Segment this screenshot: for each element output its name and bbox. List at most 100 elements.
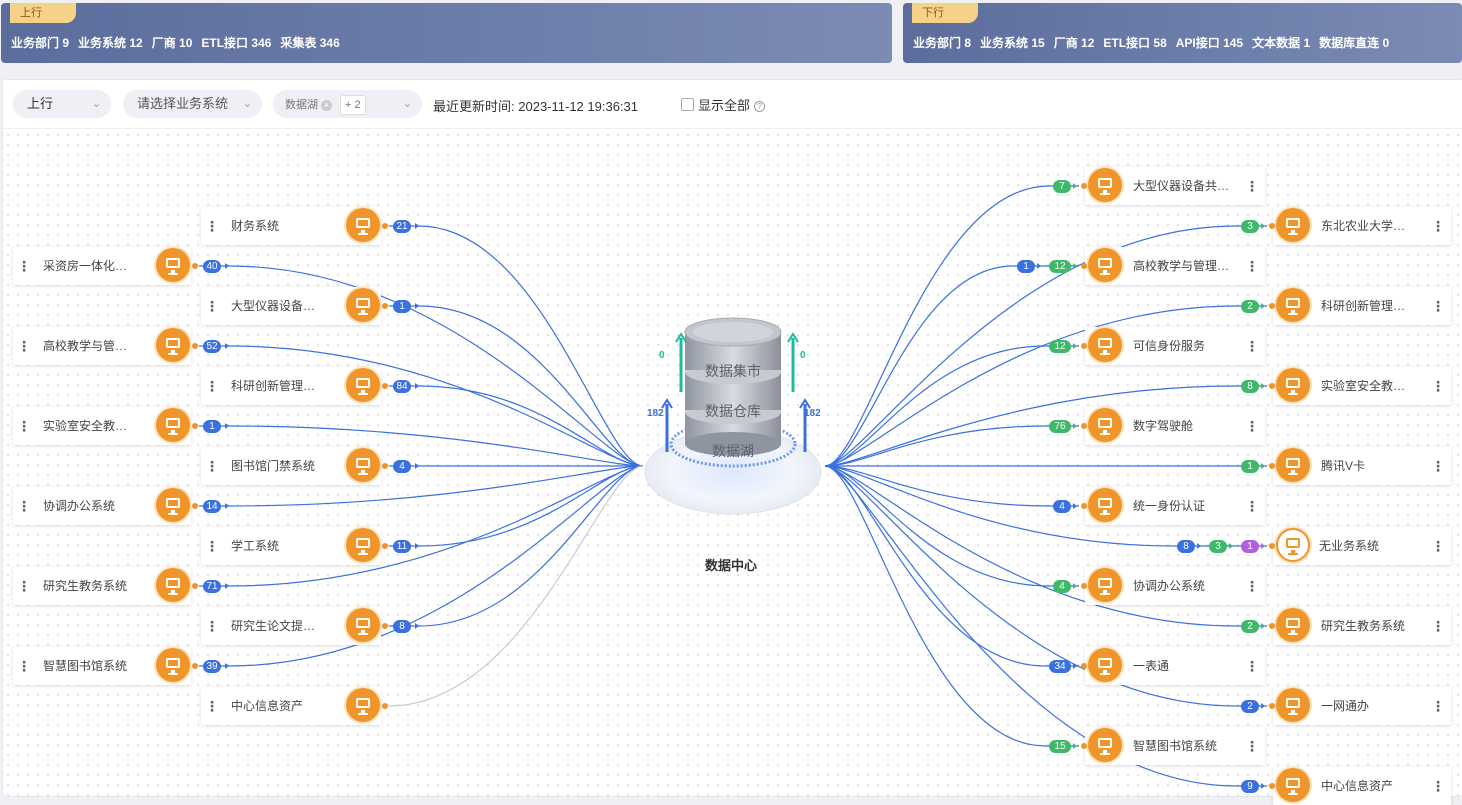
monitor-icon[interactable]	[156, 248, 190, 282]
monitor-icon[interactable]	[1276, 768, 1310, 802]
more-vertical-icon[interactable]: ⋮	[17, 338, 31, 354]
upstream-node[interactable]: ⋮智慧图书馆系统	[13, 647, 191, 685]
downstream-stat: 业务部门 8	[913, 36, 972, 50]
more-vertical-icon[interactable]: ⋮	[1431, 618, 1445, 634]
monitor-icon[interactable]	[1088, 328, 1122, 362]
downstream-node[interactable]: 一网通办⋮	[1273, 687, 1451, 725]
more-vertical-icon[interactable]: ⋮	[205, 538, 219, 554]
monitor-icon[interactable]	[1088, 568, 1122, 602]
more-vertical-icon[interactable]: ⋮	[17, 658, 31, 674]
monitor-glyph	[356, 218, 370, 235]
more-vertical-icon[interactable]: ⋮	[1245, 178, 1259, 194]
downstream-node[interactable]: 高校教学与管理系统⋮	[1085, 247, 1265, 285]
flow-arrow-icon	[1073, 183, 1077, 189]
downstream-node[interactable]: 研究生教务系统⋮	[1273, 607, 1451, 645]
more-vertical-icon[interactable]: ⋮	[1245, 738, 1259, 754]
upstream-node[interactable]: ⋮协调办公系统	[13, 487, 191, 525]
more-vertical-icon[interactable]: ⋮	[1245, 258, 1259, 274]
monitor-icon[interactable]	[156, 408, 190, 442]
downstream-node[interactable]: 东北农业大学高校平台⋮	[1273, 207, 1451, 245]
upstream-node[interactable]: ⋮高校教学与管理系统	[13, 327, 191, 365]
downstream-node[interactable]: 数字驾驶舱⋮	[1085, 407, 1265, 445]
more-vertical-icon[interactable]: ⋮	[17, 498, 31, 514]
more-vertical-icon[interactable]: ⋮	[205, 378, 219, 394]
system-select[interactable]: 请选择业务系统 ⌄	[123, 90, 262, 118]
more-vertical-icon[interactable]: ⋮	[17, 578, 31, 594]
monitor-icon[interactable]	[1088, 488, 1122, 522]
more-vertical-icon[interactable]: ⋮	[1431, 538, 1445, 554]
more-vertical-icon[interactable]: ⋮	[1245, 418, 1259, 434]
show-all-toggle[interactable]: 显示全部?	[681, 95, 766, 114]
monitor-icon[interactable]	[1276, 608, 1310, 642]
more-vertical-icon[interactable]: ⋮	[1245, 658, 1259, 674]
more-vertical-icon[interactable]: ⋮	[1245, 498, 1259, 514]
monitor-icon[interactable]	[156, 488, 190, 522]
upstream-node[interactable]: ⋮学工系统	[201, 527, 381, 565]
flow-arrow-icon	[225, 503, 229, 509]
downstream-node[interactable]: 大型仪器设备共享平台⋮	[1085, 167, 1265, 205]
downstream-node[interactable]: 实验室安全教育系统⋮	[1273, 367, 1451, 405]
upstream-node[interactable]: ⋮实验室安全教育系统	[13, 407, 191, 445]
monitor-icon[interactable]	[156, 568, 190, 602]
monitor-icon[interactable]	[346, 288, 380, 322]
downstream-node[interactable]: 无业务系统⋮	[1273, 527, 1451, 565]
more-vertical-icon[interactable]: ⋮	[1431, 698, 1445, 714]
monitor-icon[interactable]	[1088, 168, 1122, 202]
upstream-node[interactable]: ⋮研究生教务系统	[13, 567, 191, 605]
more-vertical-icon[interactable]: ⋮	[205, 218, 219, 234]
monitor-icon[interactable]	[346, 368, 380, 402]
monitor-icon[interactable]	[346, 688, 380, 722]
downstream-node[interactable]: 一表通⋮	[1085, 647, 1265, 685]
help-icon[interactable]: ?	[754, 101, 766, 112]
monitor-icon[interactable]	[346, 528, 380, 562]
upstream-node[interactable]: ⋮采资房一体化系统	[13, 247, 191, 285]
more-vertical-icon[interactable]: ⋮	[1431, 298, 1445, 314]
downstream-node[interactable]: 可信身份服务⋮	[1085, 327, 1265, 365]
upstream-node[interactable]: ⋮图书馆门禁系统	[201, 447, 381, 485]
upstream-node[interactable]: ⋮研究生论文提交系统	[201, 607, 381, 645]
monitor-icon[interactable]	[1276, 288, 1310, 322]
upstream-node[interactable]: ⋮大型仪器设备共享平台	[201, 287, 381, 325]
upstream-node[interactable]: ⋮中心信息资产	[201, 687, 381, 725]
more-vertical-icon[interactable]: ⋮	[205, 618, 219, 634]
show-all-checkbox[interactable]	[681, 98, 694, 111]
more-vertical-icon[interactable]: ⋮	[205, 458, 219, 474]
more-vertical-icon[interactable]: ⋮	[1431, 378, 1445, 394]
monitor-icon[interactable]	[1088, 248, 1122, 282]
flow-arrow-icon	[225, 663, 229, 669]
monitor-icon[interactable]	[1276, 688, 1310, 722]
monitor-icon[interactable]	[346, 208, 380, 242]
more-vertical-icon[interactable]: ⋮	[1431, 218, 1445, 234]
target-multi-select[interactable]: 数据湖×+ 2 ⌄	[273, 90, 422, 118]
more-vertical-icon[interactable]: ⋮	[205, 298, 219, 314]
monitor-icon[interactable]	[1276, 368, 1310, 402]
more-vertical-icon[interactable]: ⋮	[1431, 458, 1445, 474]
monitor-icon[interactable]	[1088, 408, 1122, 442]
monitor-icon[interactable]	[1088, 728, 1122, 762]
upstream-node[interactable]: ⋮财务系统	[201, 207, 381, 245]
monitor-icon[interactable]	[346, 448, 380, 482]
monitor-icon[interactable]	[156, 328, 190, 362]
more-vertical-icon[interactable]: ⋮	[1245, 338, 1259, 354]
close-icon[interactable]: ×	[321, 100, 332, 111]
downstream-node[interactable]: 中心信息资产⋮	[1273, 767, 1451, 805]
more-vertical-icon[interactable]: ⋮	[205, 698, 219, 714]
direction-select[interactable]: 上行 ⌄	[13, 90, 111, 118]
downstream-node[interactable]: 统一身份认证⋮	[1085, 487, 1265, 525]
monitor-icon[interactable]	[1088, 648, 1122, 682]
more-vertical-icon[interactable]: ⋮	[1245, 578, 1259, 594]
upstream-node[interactable]: ⋮科研创新管理服务平台	[201, 367, 381, 405]
monitor-icon[interactable]	[156, 648, 190, 682]
monitor-icon[interactable]	[1276, 528, 1310, 562]
downstream-node[interactable]: 协调办公系统⋮	[1085, 567, 1265, 605]
more-vertical-icon[interactable]: ⋮	[1431, 778, 1445, 794]
monitor-icon[interactable]	[1276, 448, 1310, 482]
downstream-node[interactable]: 腾讯V卡⋮	[1273, 447, 1451, 485]
monitor-icon[interactable]	[1276, 208, 1310, 242]
downstream-node[interactable]: 科研创新管理服务平台⋮	[1273, 287, 1451, 325]
downstream-node[interactable]: 智慧图书馆系统⋮	[1085, 727, 1265, 765]
monitor-icon[interactable]	[346, 608, 380, 642]
more-vertical-icon[interactable]: ⋮	[17, 418, 31, 434]
connector-dot	[192, 503, 198, 509]
more-vertical-icon[interactable]: ⋮	[17, 258, 31, 274]
